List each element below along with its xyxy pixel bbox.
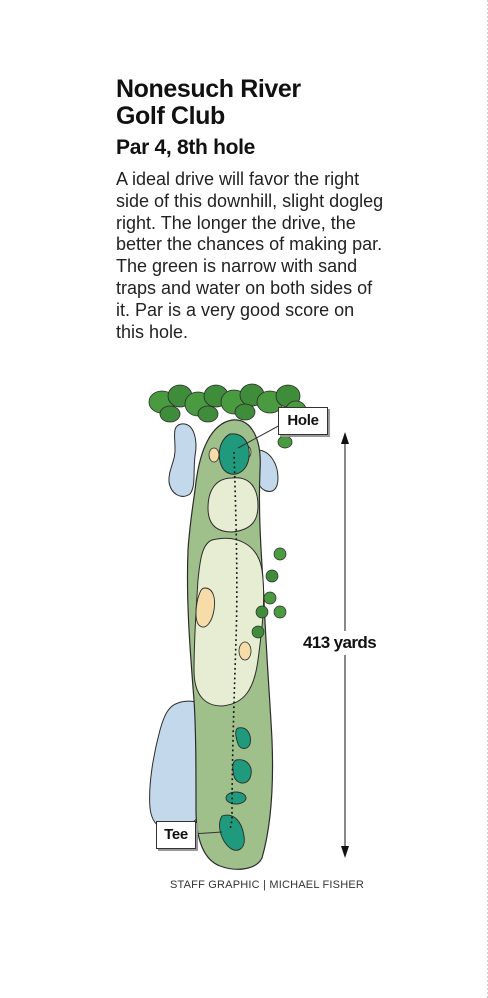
fairway-main bbox=[193, 537, 265, 707]
sand-trap-fairway-left bbox=[195, 587, 216, 628]
hole-marker-icon bbox=[237, 423, 283, 449]
sand-trap-green-left bbox=[208, 447, 220, 463]
tee-box-3 bbox=[225, 791, 247, 805]
graphic-credit: STAFF GRAPHIC | MICHAEL FISHER bbox=[170, 879, 365, 891]
putting-green bbox=[218, 433, 250, 475]
tee-pointer bbox=[191, 831, 223, 835]
fairway-upper bbox=[207, 477, 259, 533]
water-hazard-top-left bbox=[168, 423, 197, 497]
tee-box-1 bbox=[235, 727, 251, 749]
title-line-1: Nonesuch River bbox=[116, 75, 301, 103]
tee-box-2 bbox=[232, 759, 252, 784]
distance-label: 413 yards bbox=[302, 631, 378, 655]
shot-path-line bbox=[229, 451, 238, 831]
title-line-2: Golf Club bbox=[116, 102, 225, 130]
hole-subtitle: Par 4, 8th hole bbox=[116, 136, 256, 159]
hole-description: A ideal drive will favor the right side … bbox=[116, 169, 384, 342]
graphic-title: Nonesuch River Golf Club bbox=[116, 76, 446, 130]
tee-label: Tee bbox=[156, 821, 196, 849]
hole-label: Hole bbox=[278, 407, 328, 435]
tee-box-main bbox=[219, 814, 245, 851]
sand-trap-fairway-right bbox=[238, 641, 252, 661]
tree-cluster-icon bbox=[251, 547, 287, 639]
